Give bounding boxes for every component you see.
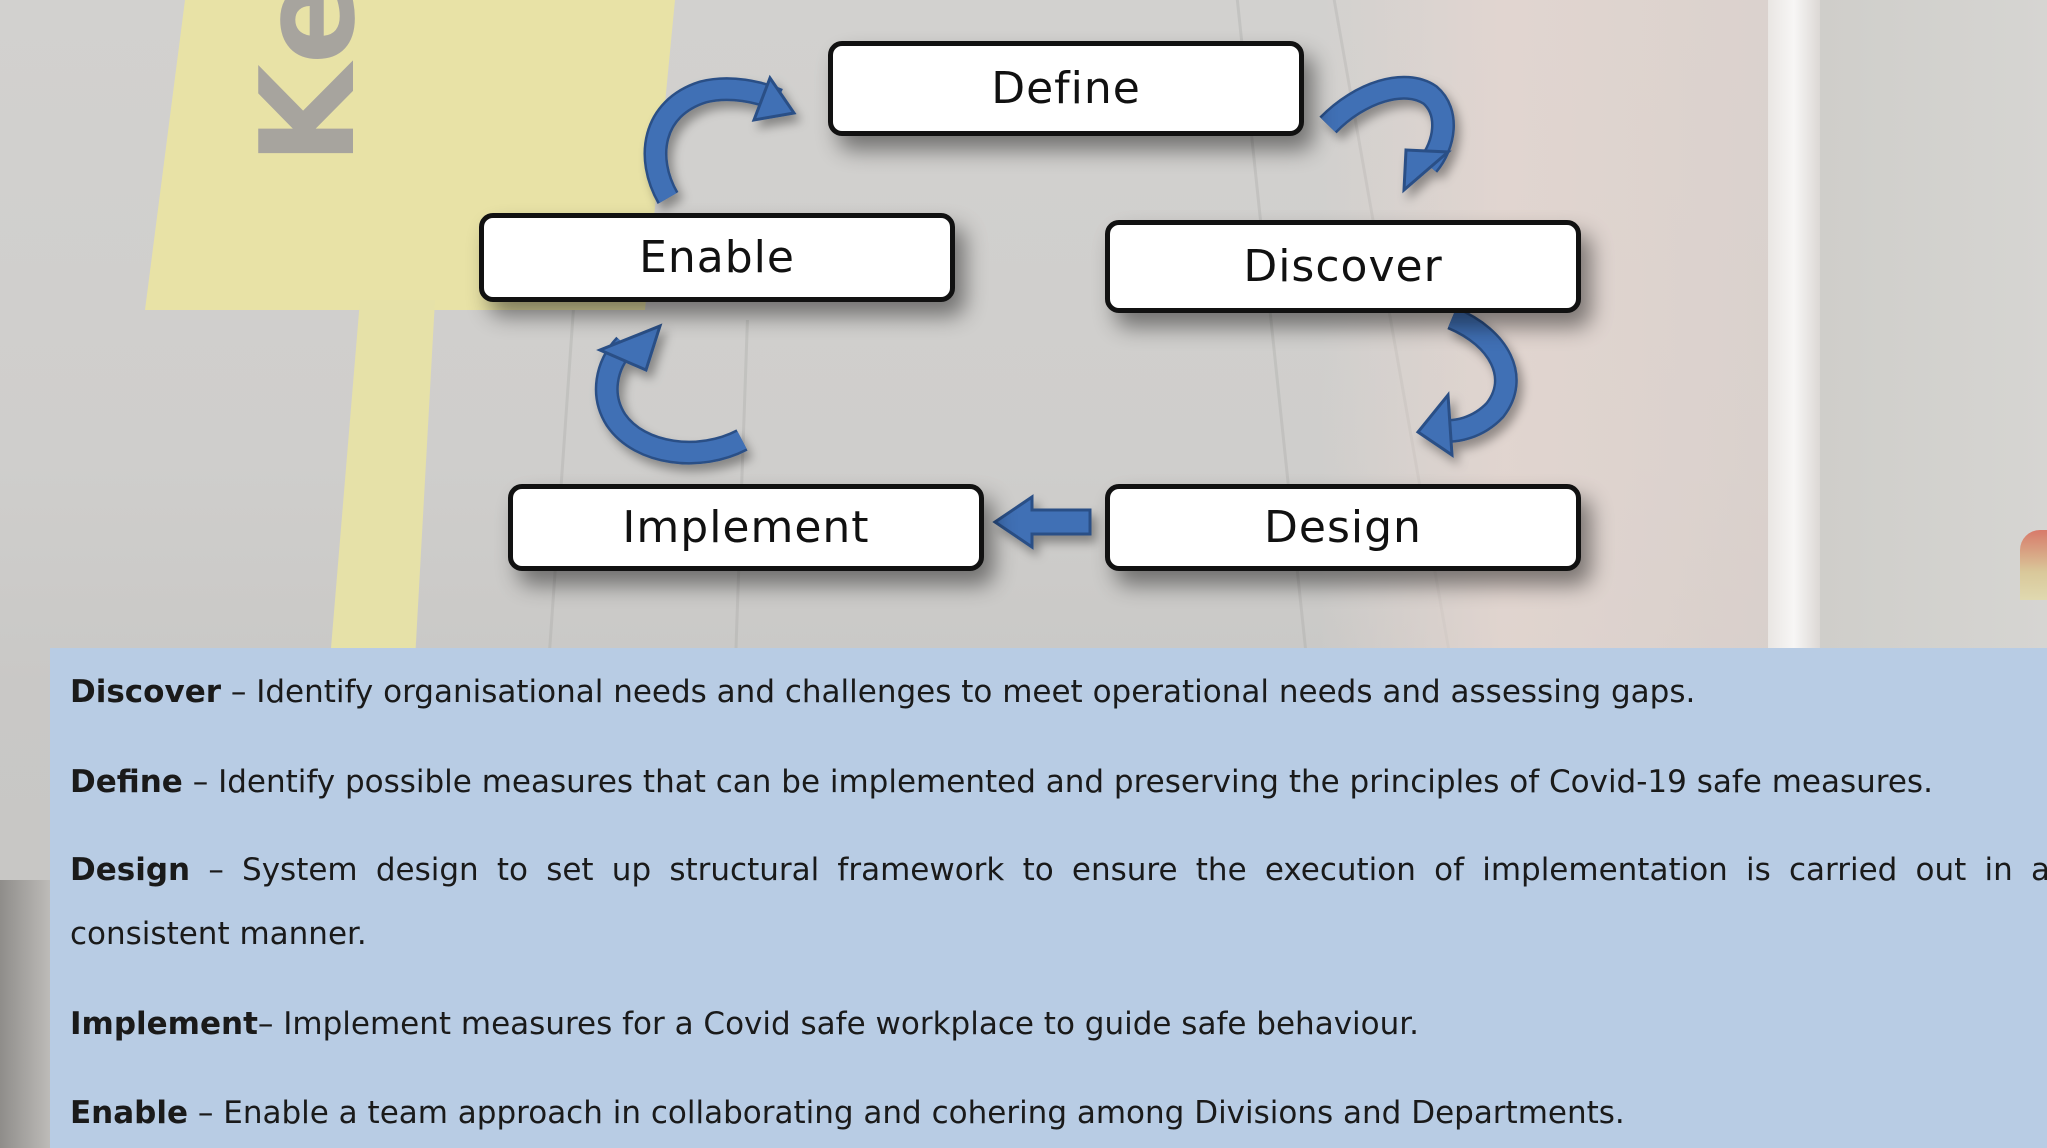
- definition-enable: Enable – Enable a team approach in colla…: [70, 1081, 2047, 1145]
- definition-text: Enable a team approach in collaborating …: [223, 1095, 1625, 1131]
- sign-text: Keep: [232, 0, 384, 165]
- node-discover: Discover: [1105, 220, 1581, 313]
- definition-separator: –: [182, 764, 219, 800]
- definition-term: Implement: [70, 1006, 258, 1042]
- definition-term: Enable: [70, 1095, 189, 1131]
- background-railing: [0, 880, 50, 1148]
- background-object: [2020, 530, 2047, 600]
- definition-term: Define: [70, 764, 183, 800]
- definition-text: System design to set up structural frame…: [70, 852, 2047, 952]
- definition-separator: –: [221, 674, 257, 710]
- node-enable: Enable: [479, 213, 955, 302]
- arrow-implement-to-enable: [594, 323, 748, 465]
- definition-design: Design – System design to set up structu…: [70, 838, 2047, 966]
- node-implement: Implement: [508, 484, 984, 571]
- cycle-arrows: [594, 74, 1518, 550]
- definition-define: Define – Identify possible measures that…: [70, 750, 2047, 814]
- definition-text: Implement measures for a Covid safe work…: [283, 1006, 1420, 1042]
- white-pillar: [1768, 0, 1820, 650]
- definition-text: Identify possible measures that can be i…: [218, 764, 1933, 800]
- node-design: Design: [1105, 484, 1581, 571]
- definition-separator: –: [190, 852, 243, 888]
- node-define: Define: [828, 41, 1304, 136]
- definition-term: Design: [70, 852, 191, 888]
- definition-separator: –: [188, 1095, 224, 1131]
- definition-implement: Implement– Implement measures for a Covi…: [70, 992, 2047, 1056]
- arrow-enable-to-define: [643, 74, 797, 204]
- definitions-panel: Discover – Identify organisational needs…: [50, 648, 2047, 1148]
- definition-separator: –: [257, 1006, 284, 1042]
- arrow-design-to-implement: [992, 494, 1092, 550]
- arrow-discover-to-design: [1415, 306, 1518, 458]
- definition-term: Discover: [70, 674, 222, 710]
- background-wall: [1820, 0, 2047, 650]
- definition-text: Identify organisational needs and challe…: [256, 674, 1696, 710]
- definition-discover: Discover – Identify organisational needs…: [70, 660, 2047, 724]
- arrow-define-to-discover: [1319, 75, 1455, 194]
